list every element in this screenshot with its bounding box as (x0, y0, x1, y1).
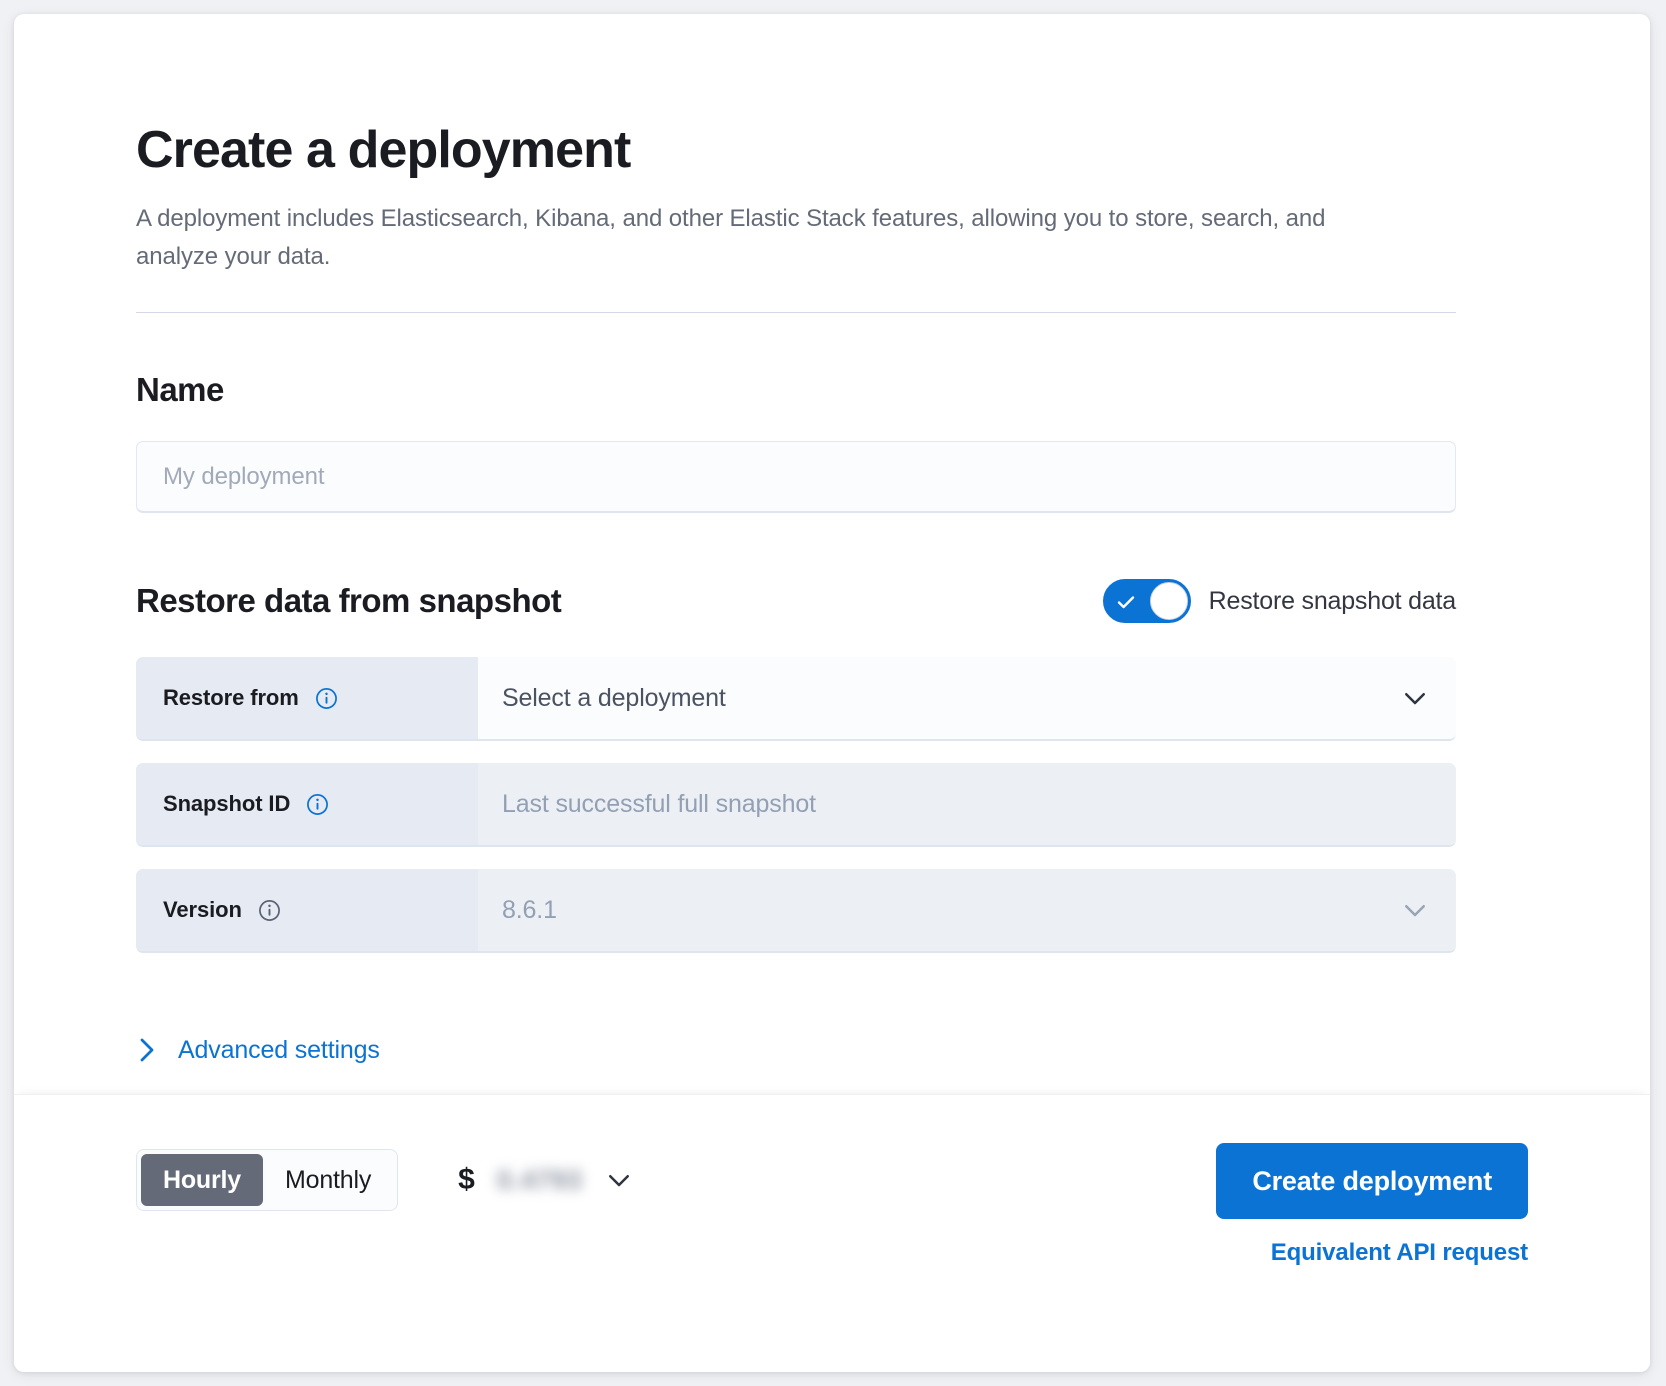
name-section: Name My deployment (136, 371, 1456, 514)
restore-from-select[interactable]: Select a deployment (478, 657, 1456, 740)
snapshot-id-input: Last successful full snapshot (478, 763, 1456, 846)
restore-form-rows: Restore from Select a deployment (136, 657, 1456, 954)
version-label-prepend: Version (136, 869, 478, 952)
restore-from-label: Restore from (163, 685, 299, 711)
price-display[interactable]: $ 0.4793 (458, 1163, 634, 1197)
info-icon[interactable] (315, 687, 338, 710)
chevron-down-icon[interactable] (1400, 683, 1430, 713)
snapshot-id-value: Last successful full snapshot (502, 789, 816, 818)
snapshot-id-row: Snapshot ID Last successful full snapsho… (136, 763, 1456, 848)
create-deployment-button[interactable]: Create deployment (1216, 1143, 1528, 1219)
page-subtitle: A deployment includes Elasticsearch, Kib… (136, 205, 1326, 271)
check-icon (1117, 596, 1134, 609)
header-divider (136, 312, 1456, 314)
footer-left-controls: Hourly Monthly $ 0.4793 (136, 1143, 634, 1211)
restore-from-row: Restore from Select a deployment (136, 657, 1456, 742)
restore-snapshot-toggle[interactable] (1102, 579, 1191, 624)
billing-option-monthly[interactable]: Monthly (284, 1165, 372, 1194)
create-deployment-card: Create a deployment A deployment include… (14, 14, 1650, 1372)
content-column: Create a deployment A deployment include… (136, 122, 1456, 1070)
billing-option-hourly[interactable]: Hourly (141, 1154, 263, 1206)
info-icon[interactable] (306, 793, 329, 816)
page-title: Create a deployment (136, 121, 631, 179)
card-footer: Hourly Monthly $ 0.4793 Create deploymen… (14, 1094, 1650, 1372)
equivalent-api-request-link[interactable]: Equivalent API request (1270, 1239, 1528, 1266)
version-value: 8.6.1 (502, 895, 557, 924)
restore-heading: Restore data from snapshot (136, 582, 562, 620)
restore-toggle-label: Restore snapshot data (1208, 586, 1457, 615)
advanced-settings-label: Advanced settings (178, 1035, 380, 1064)
snapshot-id-label: Snapshot ID (163, 791, 291, 817)
toggle-knob (1149, 582, 1188, 621)
deployment-name-input[interactable]: My deployment (136, 441, 1456, 514)
info-icon[interactable] (258, 899, 281, 922)
restore-toggle-group[interactable]: Restore snapshot data (1102, 579, 1457, 624)
price-value: 0.4793 (496, 1164, 583, 1195)
restore-from-label-prepend: Restore from (136, 657, 478, 740)
version-label: Version (163, 897, 242, 923)
footer-inner: Hourly Monthly $ 0.4793 Create deploymen… (14, 1095, 1650, 1372)
footer-right-actions: Create deployment Equivalent API request (1216, 1143, 1528, 1267)
name-heading: Name (136, 371, 224, 409)
billing-period-segmented-control[interactable]: Hourly Monthly (136, 1149, 399, 1211)
chevron-right-icon (140, 1038, 154, 1062)
deployment-name-placeholder: My deployment (163, 462, 325, 490)
advanced-settings-toggle[interactable]: Advanced settings (136, 1035, 380, 1065)
chevron-down-icon[interactable] (604, 1165, 634, 1195)
restore-section-header: Restore data from snapshot Restore snaps… (136, 579, 1457, 624)
currency-symbol: $ (458, 1163, 475, 1196)
chevron-down-icon (1405, 905, 1425, 917)
card-body: Create a deployment A deployment include… (14, 14, 1650, 1094)
restore-from-value: Select a deployment (502, 683, 726, 712)
version-row: Version 8.6.1 (136, 869, 1456, 954)
version-select: 8.6.1 (478, 869, 1456, 952)
snapshot-id-label-prepend: Snapshot ID (136, 763, 478, 846)
